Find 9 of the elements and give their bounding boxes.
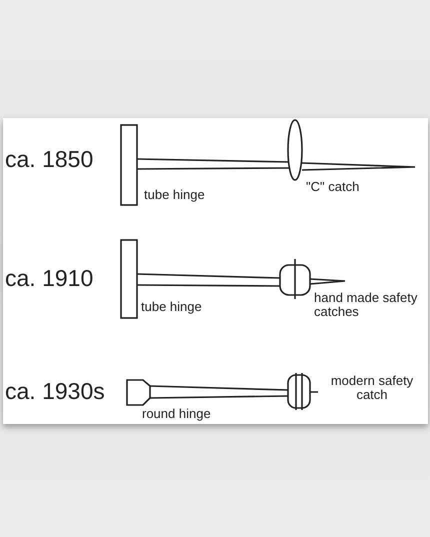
year-label: ca. 1850: [5, 147, 94, 172]
year-label: ca. 1910: [5, 266, 94, 292]
part-label: modern safety catch: [330, 374, 414, 403]
part-label: "C" catch: [306, 180, 360, 194]
year-label: ca. 1930s: [5, 379, 105, 404]
part-label: tube hinge: [141, 300, 202, 314]
part-label: hand made safety catches: [314, 291, 418, 320]
part-label: round hinge: [142, 407, 211, 422]
part-label: tube hinge: [144, 188, 205, 202]
